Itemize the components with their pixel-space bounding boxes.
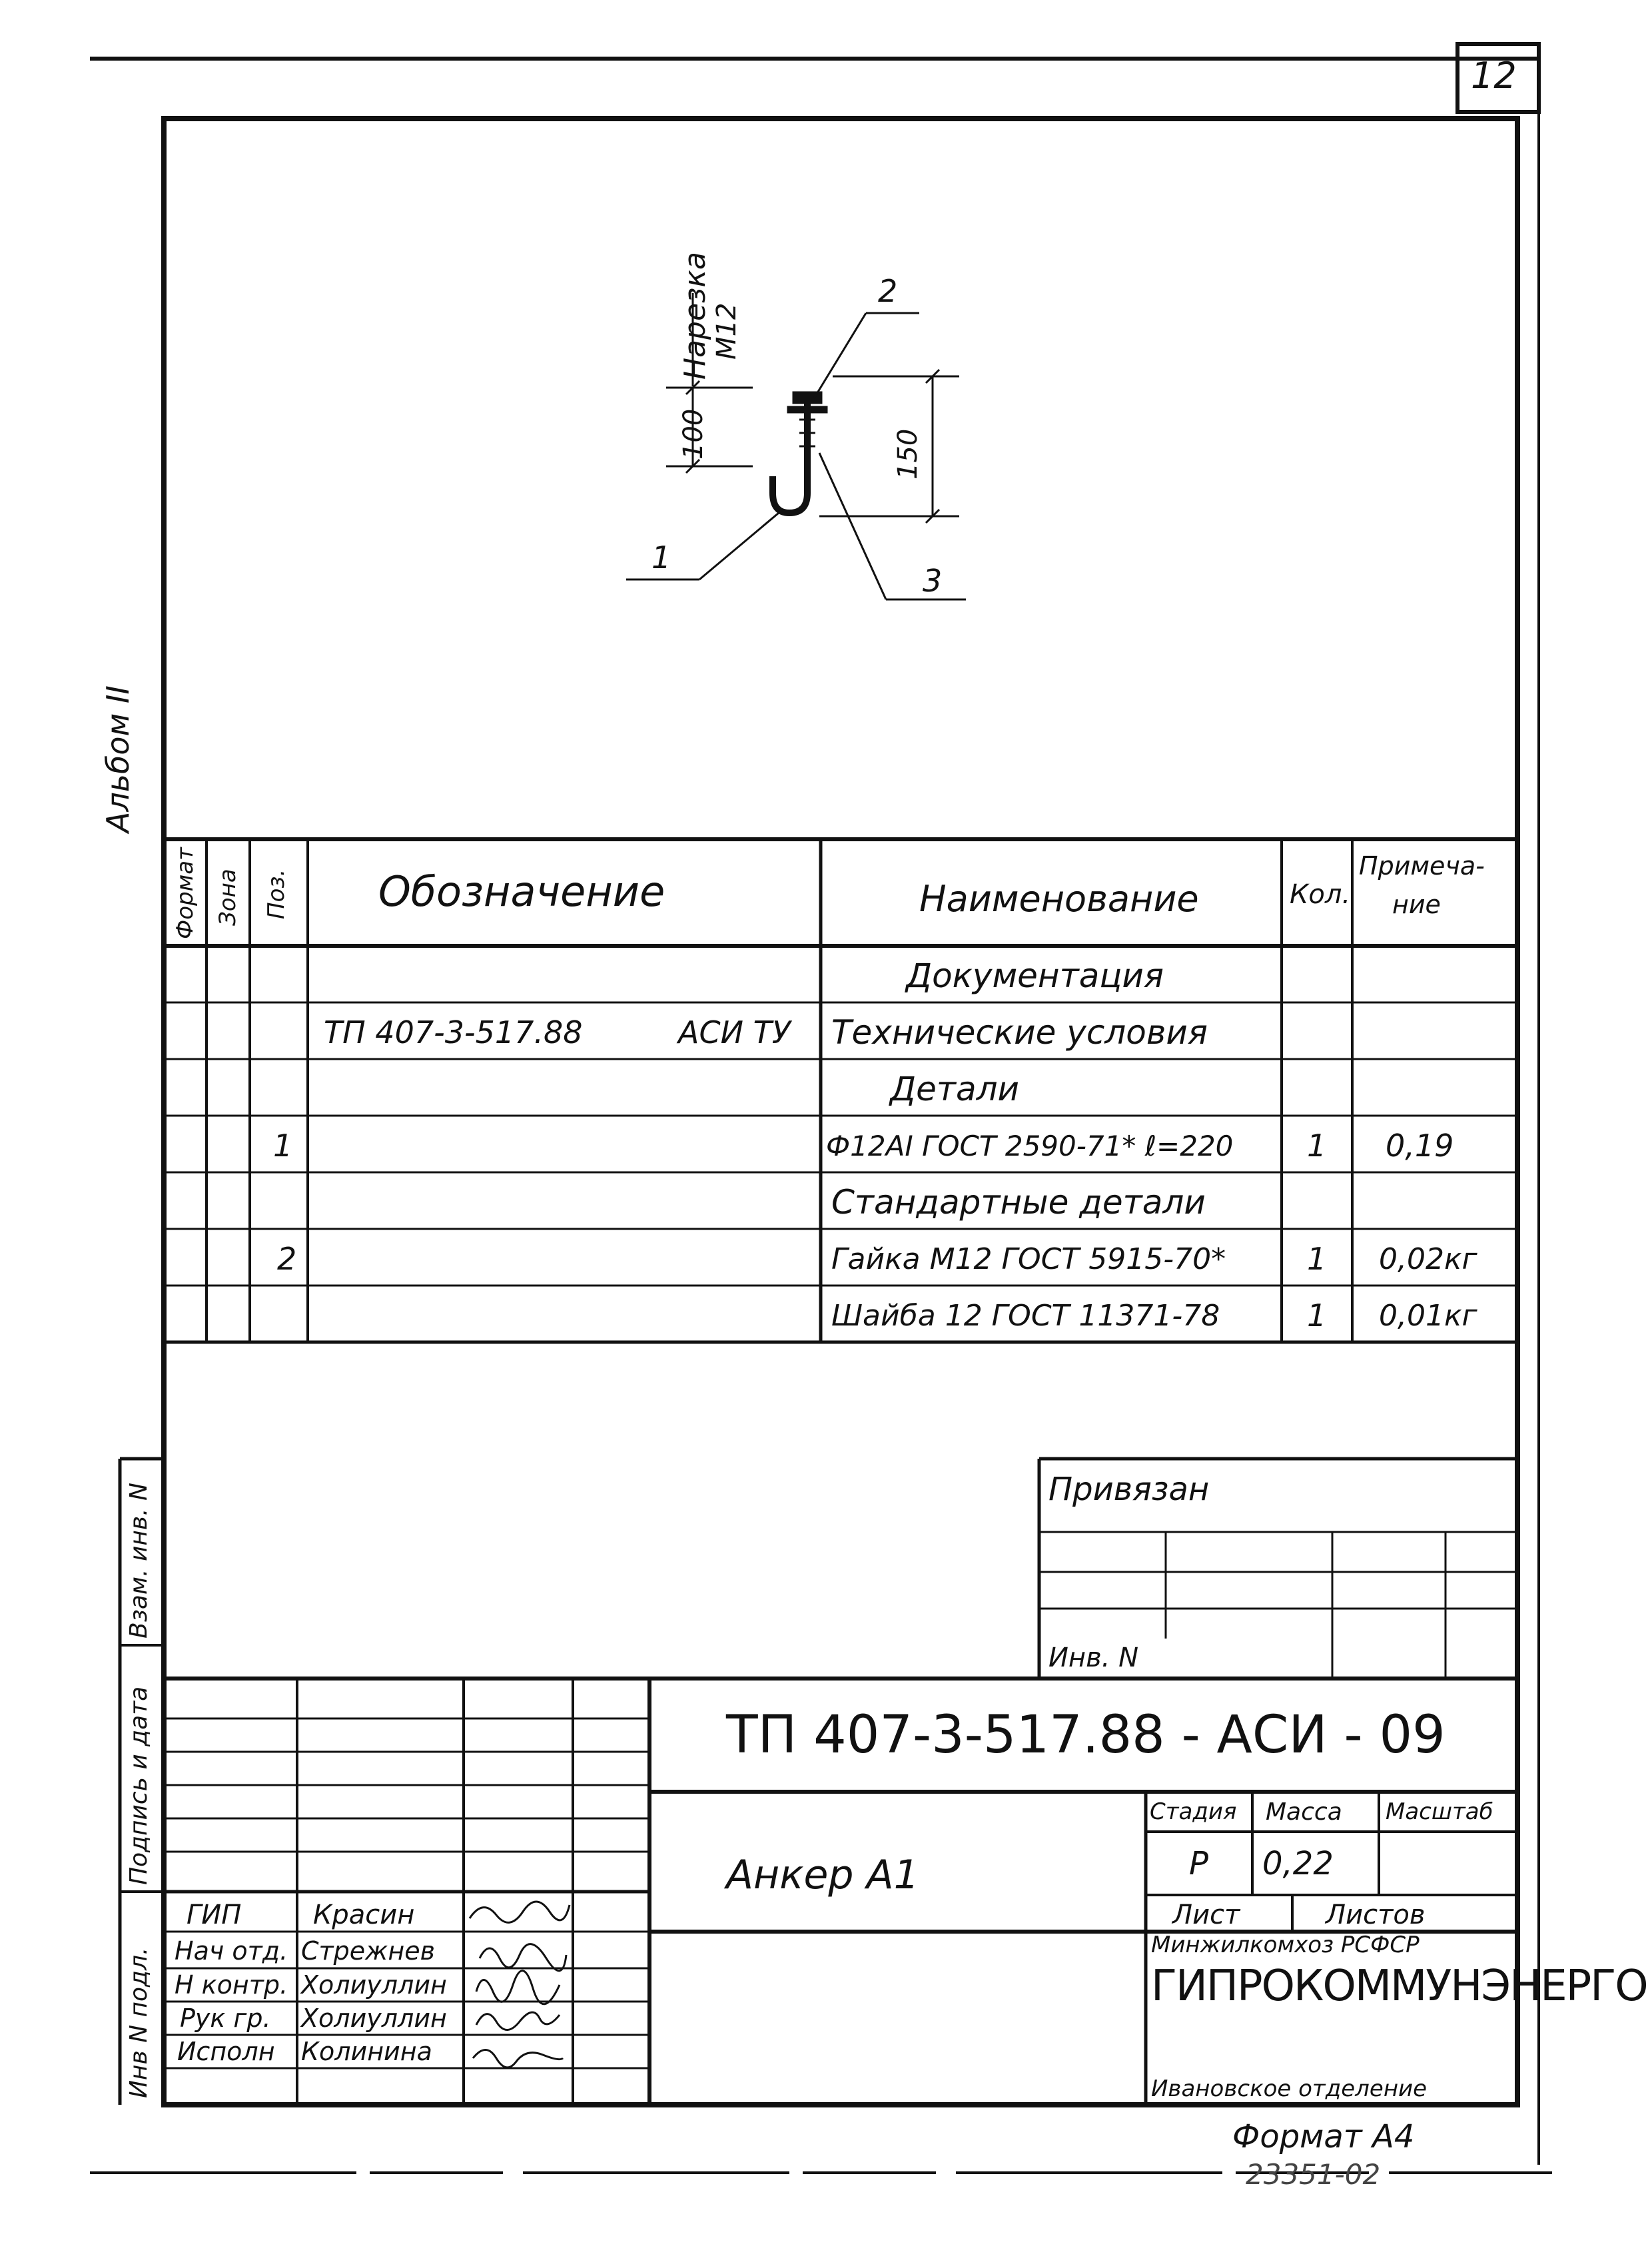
row-qty-2: 1 [1307,1241,1327,1277]
document-code: ТП 407-3-517.88 - АСИ - 09 [726,1705,1446,1765]
callout-2: 2 [878,273,898,309]
object-name: Анкер А1 [726,1852,919,1898]
sig-name-gip: Красин [313,1900,415,1930]
row-designation-tp: ТП 407-3-517.88 [324,1014,583,1050]
sig-name-head: Стрежнев [301,1936,436,1966]
row-name-details: Детали [890,1070,1020,1108]
mass-value: 0,22 [1262,1845,1334,1882]
sig-role-head: Нач отд. [175,1936,288,1966]
row-pos-1: 1 [273,1128,293,1164]
row-name-washer: Шайба 12 ГОСТ 11371-78 [831,1298,1220,1333]
org-line2: ГИПРОКОММУНЭНЕРГО [1151,1962,1649,2011]
sig-role-exec: Исполн [177,2037,275,2066]
stage-value: Р [1189,1845,1208,1882]
row-name-standard-details: Стандартные детали [831,1183,1206,1222]
anchor-drawing [626,293,966,601]
row-name-documentation: Документация [906,956,1164,995]
org-line1: Минжилкомхоз РСФСР [1151,1932,1420,1958]
row-name-nut: Гайка М12 ГОСТ 5915-70* [831,1242,1226,1276]
row-qty-3: 1 [1307,1298,1327,1333]
row-note-2: 0,02кг [1379,1242,1477,1276]
row-note-3: 0,01кг [1379,1298,1477,1333]
row-designation-suffix: АСИ ТУ [678,1014,791,1050]
header-note-line2: ние [1392,890,1441,919]
format-label: Формат А4 [1232,2118,1415,2155]
sheets-label: Листов [1326,1900,1426,1930]
mass-label: Масса [1266,1798,1342,1826]
stage-label: Стадия [1150,1798,1237,1825]
sig-role-gip: ГИП [187,1900,242,1930]
row-name-tech-conditions: Технические условия [831,1013,1208,1052]
callout-1: 1 [651,540,671,575]
row-note-1: 0,19 [1386,1128,1454,1164]
row-pos-2: 2 [277,1241,297,1277]
header-note-line1: Примеча- [1359,851,1485,881]
sig-name-lead: Холиуллин [301,2004,447,2033]
scale-label: Масштаб [1386,1798,1493,1825]
inv-number-label: Инв. N [1048,1643,1138,1673]
sig-name-exec: Колинина [301,2037,432,2066]
sig-name-norm: Холиуллин [301,1970,447,2000]
org-line3: Ивановское отделение [1151,2075,1428,2102]
header-name: Наименование [919,878,1199,920]
privyazan-title: Привязан [1048,1471,1210,1508]
header-designation: Обозначение [378,867,665,916]
sheet-number: 12 [1471,55,1517,97]
archive-number: 23351-02 [1246,2158,1381,2191]
row-qty-1: 1 [1307,1128,1327,1164]
sig-role-lead: Рук гр. [180,2004,271,2033]
sig-role-norm: Н контр. [175,1970,288,2000]
header-qty: Кол. [1290,879,1351,910]
callout-3: 3 [923,563,943,599]
row-name-rod: Ф12AI ГОСТ 2590-71* ℓ=220 [826,1129,1234,1162]
sheet-label: Лист [1172,1900,1240,1930]
